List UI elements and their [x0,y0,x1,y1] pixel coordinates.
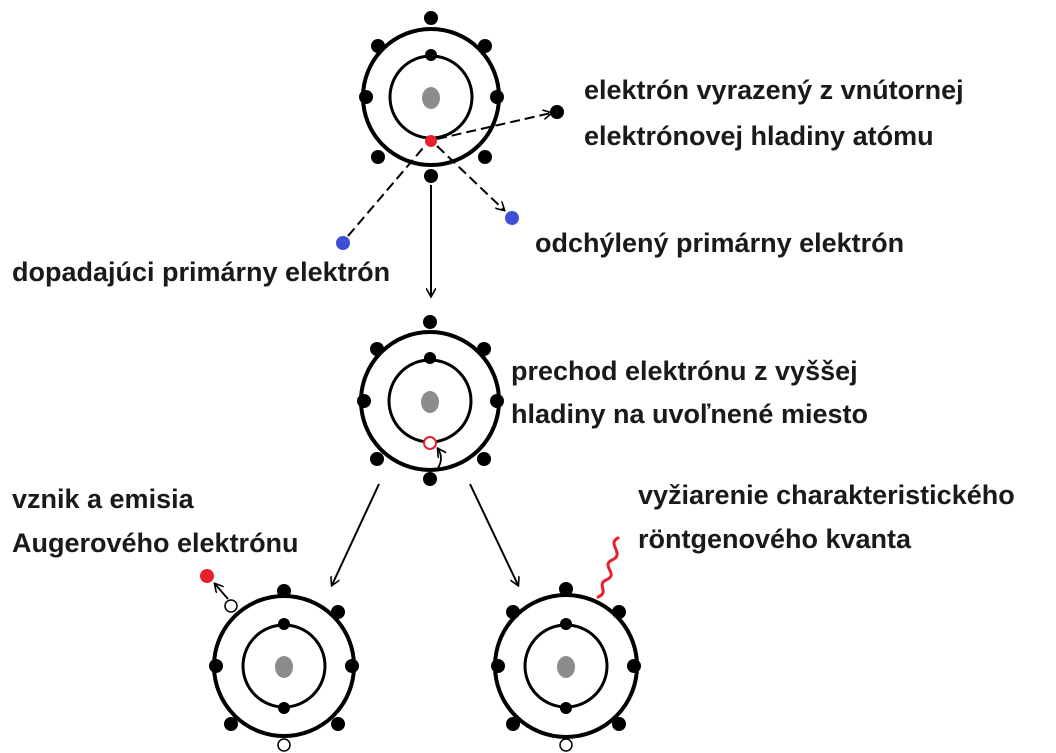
atom-xray [491,582,641,752]
incident-path [347,147,424,237]
atom-initial [359,11,504,183]
electron [490,90,504,104]
ejection-path [436,113,551,140]
electron [371,150,385,164]
label-ejected-electron-line2: elektrónovej hladiny atómu [584,121,934,151]
inner-electron [560,702,572,714]
arrow-to-auger [332,483,380,585]
electron [612,605,626,619]
electron [627,659,641,673]
incident-primary-electron [336,236,350,250]
electron [478,39,492,53]
deflected-primary-electron [505,211,519,225]
outer-electrons [491,582,641,731]
label-transition-line1: prechod elektrónu z vyššej [511,356,858,386]
electron [277,584,291,598]
outer-electrons [209,584,359,731]
inner-electron [278,702,290,714]
electron [490,394,504,408]
inner-electron [560,618,572,630]
electron [357,394,371,408]
arrow-to-xray [469,483,518,585]
electron [423,472,437,486]
outer-vacancy [277,738,291,752]
electron [359,90,373,104]
electron [506,717,520,731]
nucleus [275,656,293,678]
atom-transition [357,315,504,486]
electron [477,452,491,466]
label-incident-electron: dopadajúci primárny elektrón [12,257,390,287]
nucleus [421,391,439,413]
electron [370,452,384,466]
outer-vacancy [224,599,238,613]
inner-electron [424,352,436,364]
electron [423,315,437,329]
xray-quantum-wave-icon [596,536,620,599]
electron [209,659,223,673]
atom-auger [200,569,359,752]
label-auger-line1: vznik a emisia [12,484,195,514]
outer-electrons [359,11,504,183]
label-ejected-electron-line1: elektrón vyrazený z vnútornej [584,75,964,105]
electron [371,39,385,53]
electron [331,605,345,619]
label-xray-line1: vyžiarenie charakteristického [638,480,1015,510]
electron [224,717,238,731]
ejected-electron [550,105,564,119]
electron [477,342,491,356]
electron [424,11,438,25]
electron [478,150,492,164]
label-xray-line2: röntgenového kvanta [638,524,912,554]
nucleus [557,656,575,678]
inner-electron [278,618,290,630]
auger-electron [200,569,214,583]
electron [559,582,573,596]
ejected-electron-origin [425,135,437,147]
electron [331,717,345,731]
electron [345,659,359,673]
electron [506,605,520,619]
vacancy [423,436,437,450]
outer-electrons [357,315,504,486]
label-transition-line2: hladiny na uvoľnené miesto [511,399,868,429]
inner-electron [425,49,437,61]
electron [612,717,626,731]
nucleus [422,87,440,109]
outer-vacancy [559,738,573,752]
auger-emission-arrow [215,584,229,600]
electron [424,169,438,183]
electron [491,659,505,673]
transition-arrow [438,449,441,469]
deflection-path [436,145,504,210]
label-auger-line2: Augerového elektrónu [12,528,299,558]
electron [370,342,384,356]
label-deflected-electron: odchýlený primárny elektrón [535,228,904,258]
